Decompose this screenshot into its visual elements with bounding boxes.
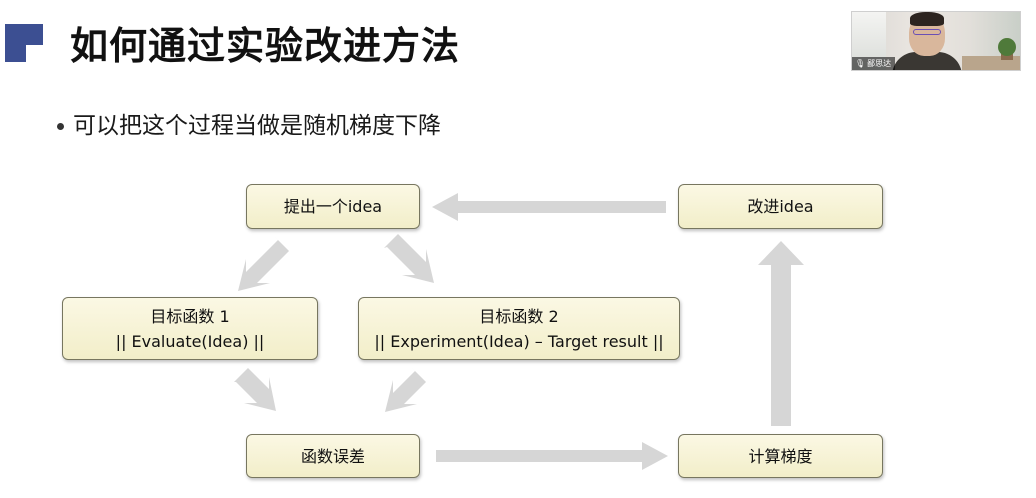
node-compute-gradient: 计算梯度 [678,434,883,478]
node-objective-2-title: 目标函数 2 [479,306,559,326]
node-propose-idea-label: 提出一个idea [283,197,383,216]
microphone-icon: 🎙 [855,59,866,68]
video-plant [998,38,1016,56]
presenter-video-thumbnail[interactable]: 🎙 鄙思达 [851,11,1021,71]
node-objective-1: 目标函数 1 || Evaluate(Idea) || [62,297,318,360]
slide-logo-front-square [26,45,56,75]
presenter-glasses [913,29,941,35]
node-objective-2: 目标函数 2 || Experiment(Idea) – Target resu… [358,297,680,360]
arrow-propose-to-objective-2 [384,234,434,283]
node-objective-1-formula: || Evaluate(Idea) || [115,331,265,351]
arrow-gradient-to-improve [758,241,804,426]
arrow-objective-2-to-error [385,368,426,412]
arrow-propose-to-objective-1 [238,237,289,291]
presenter-hair [910,12,944,26]
arrow-improve-to-propose [432,193,666,221]
node-objective-1-title: 目标函数 1 [150,306,230,326]
presenter-body [892,52,962,70]
node-objective-2-formula: || Experiment(Idea) – Target result || [374,331,664,351]
slide-title: 如何通过实验改进方法 [70,24,461,68]
bullet-dot-icon [57,123,64,130]
participant-name: 鄙思达 [867,59,892,68]
node-function-error-label: 函数误差 [300,446,365,466]
node-propose-idea: 提出一个idea [246,184,420,229]
node-improve-idea: 改进idea [678,184,883,229]
node-function-error: 函数误差 [246,434,420,478]
arrow-objective-1-to-error [234,368,276,411]
participant-name-tag: 🎙 鄙思达 [852,57,896,70]
bullet-text: 可以把这个过程当做是随机梯度下降 [73,113,441,139]
video-plant-pot [1001,52,1013,60]
node-compute-gradient-label: 计算梯度 [748,446,813,466]
arrow-error-to-gradient [436,442,668,470]
node-improve-idea-label: 改进idea [747,197,814,216]
